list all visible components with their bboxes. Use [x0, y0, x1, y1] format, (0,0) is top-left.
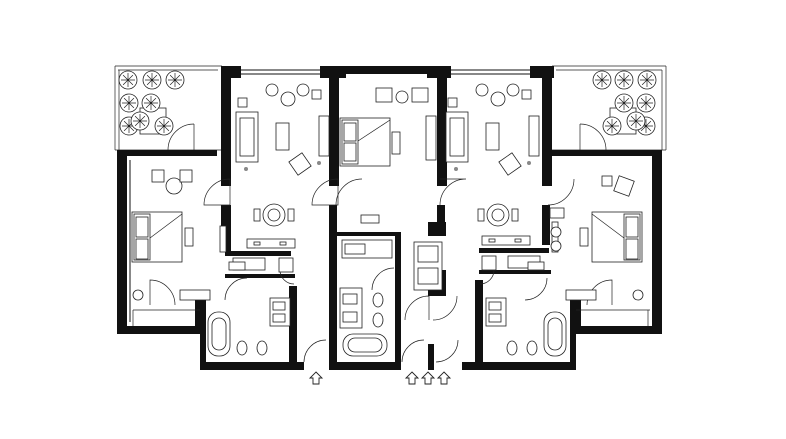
- planter-leaves: [640, 73, 654, 87]
- planter-leaves: [629, 114, 643, 128]
- entry-arrow-icon: [420, 371, 436, 385]
- entry-arrow-icon: [436, 371, 452, 385]
- right-bedroom-furniture: [549, 175, 644, 301]
- planter-leaves: [133, 114, 147, 128]
- right-bathroom-fixtures: [485, 261, 567, 357]
- terrace-planters: [118, 70, 657, 136]
- planter-leaves: [122, 96, 136, 110]
- planter-leaves: [617, 96, 631, 110]
- entry-arrow-icon: [308, 371, 324, 385]
- left-bedroom-furniture: [131, 169, 227, 301]
- windows: [129, 69, 657, 326]
- planter-leaves: [145, 73, 159, 87]
- left-living-furniture: [232, 83, 330, 273]
- planter-leaves: [595, 73, 609, 87]
- walls: [117, 66, 662, 370]
- planter-leaves: [157, 119, 171, 133]
- entry-arrows: [308, 371, 452, 385]
- planter-leaves: [617, 73, 631, 87]
- entry-arrow-icon: [404, 371, 420, 385]
- doors: [149, 178, 613, 363]
- left-bathroom-fixtures: [207, 261, 291, 357]
- planter-leaves: [144, 96, 158, 110]
- planter-leaves: [605, 119, 619, 133]
- center-bedroom-furniture: [339, 87, 443, 357]
- planter-leaves: [121, 73, 135, 87]
- planter-leaves: [168, 73, 182, 87]
- planter-leaves: [639, 96, 653, 110]
- right-living-furniture: [445, 83, 541, 271]
